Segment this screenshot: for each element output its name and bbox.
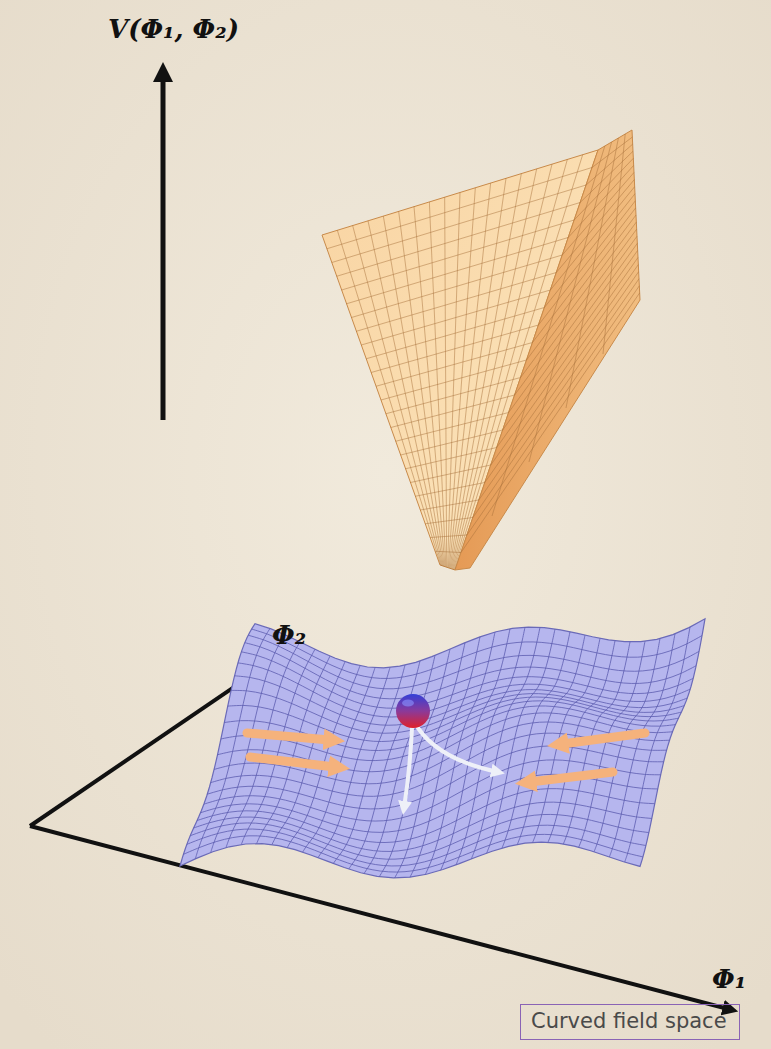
grid-line	[441, 629, 510, 870]
force-arrows	[247, 733, 645, 782]
grid-line	[429, 202, 446, 567]
grid-line	[544, 194, 635, 308]
caption-box: Curved field space	[520, 1004, 740, 1040]
grid-line	[218, 713, 673, 772]
grid-line	[580, 151, 633, 202]
field-space-surface	[180, 619, 705, 878]
grid-line	[257, 656, 330, 843]
grid-line	[492, 146, 605, 516]
grid-line	[187, 825, 646, 866]
grid-line	[566, 138, 618, 408]
grid-line	[503, 243, 638, 430]
grid-line	[445, 197, 447, 567]
grid-line	[272, 662, 345, 845]
grid-line	[252, 629, 702, 678]
caption-text: Curved field space	[531, 1009, 729, 1033]
grid-line	[473, 279, 639, 518]
grid-line	[453, 164, 553, 569]
grid-line	[603, 134, 625, 354]
grid-line	[195, 628, 270, 858]
grid-line	[479, 272, 639, 500]
grid-line	[183, 834, 643, 872]
grid-line	[556, 180, 634, 273]
grid-line	[485, 265, 639, 483]
grid-line	[594, 639, 660, 852]
grid-line	[425, 632, 495, 874]
v-axis	[161, 70, 166, 420]
potential-grid	[327, 134, 640, 570]
grid-line	[592, 137, 632, 167]
grid-line	[235, 676, 688, 725]
grid-line	[550, 187, 634, 290]
grid-line	[497, 250, 638, 447]
grid-line	[248, 635, 699, 689]
field-ball	[396, 694, 430, 728]
grid-line	[609, 634, 675, 857]
field-space-grid	[183, 627, 702, 878]
potential-right-wall	[455, 130, 640, 570]
trajectory-arrows	[404, 728, 498, 808]
grid-line	[491, 258, 638, 466]
v-axis-label: V(Φ₁, Φ₂)	[108, 14, 239, 44]
grid-line	[471, 627, 540, 859]
grid-line	[303, 668, 375, 852]
grid-line	[502, 632, 570, 848]
grid-line	[368, 221, 443, 566]
grid-line	[383, 216, 443, 566]
grid-line	[527, 215, 637, 360]
grid-line	[353, 226, 442, 566]
grid-line	[487, 629, 555, 853]
ball-highlight	[402, 700, 414, 707]
grid-line	[333, 665, 405, 863]
grid-line	[395, 643, 465, 878]
grid-line	[538, 201, 635, 325]
grid-line	[451, 174, 521, 569]
grid-line	[349, 661, 420, 869]
grid-line	[337, 230, 441, 565]
grid-line	[467, 286, 639, 535]
grid-line	[287, 666, 360, 848]
grid-line	[456, 627, 525, 865]
grid-line	[574, 158, 633, 220]
grid-line	[211, 635, 285, 853]
grid-line	[399, 211, 445, 566]
phi1-axis-label: Φ₁	[712, 964, 746, 994]
phi2-axis-label: Φ₂	[272, 620, 306, 650]
grid-line	[204, 760, 661, 821]
grid-line	[414, 207, 445, 567]
grid-line	[529, 142, 612, 462]
grid-line	[448, 188, 475, 568]
grid-line	[625, 627, 690, 862]
grid-line	[194, 802, 652, 851]
grid-line	[241, 649, 315, 844]
grid-line	[379, 649, 450, 877]
grid-line	[461, 293, 640, 553]
